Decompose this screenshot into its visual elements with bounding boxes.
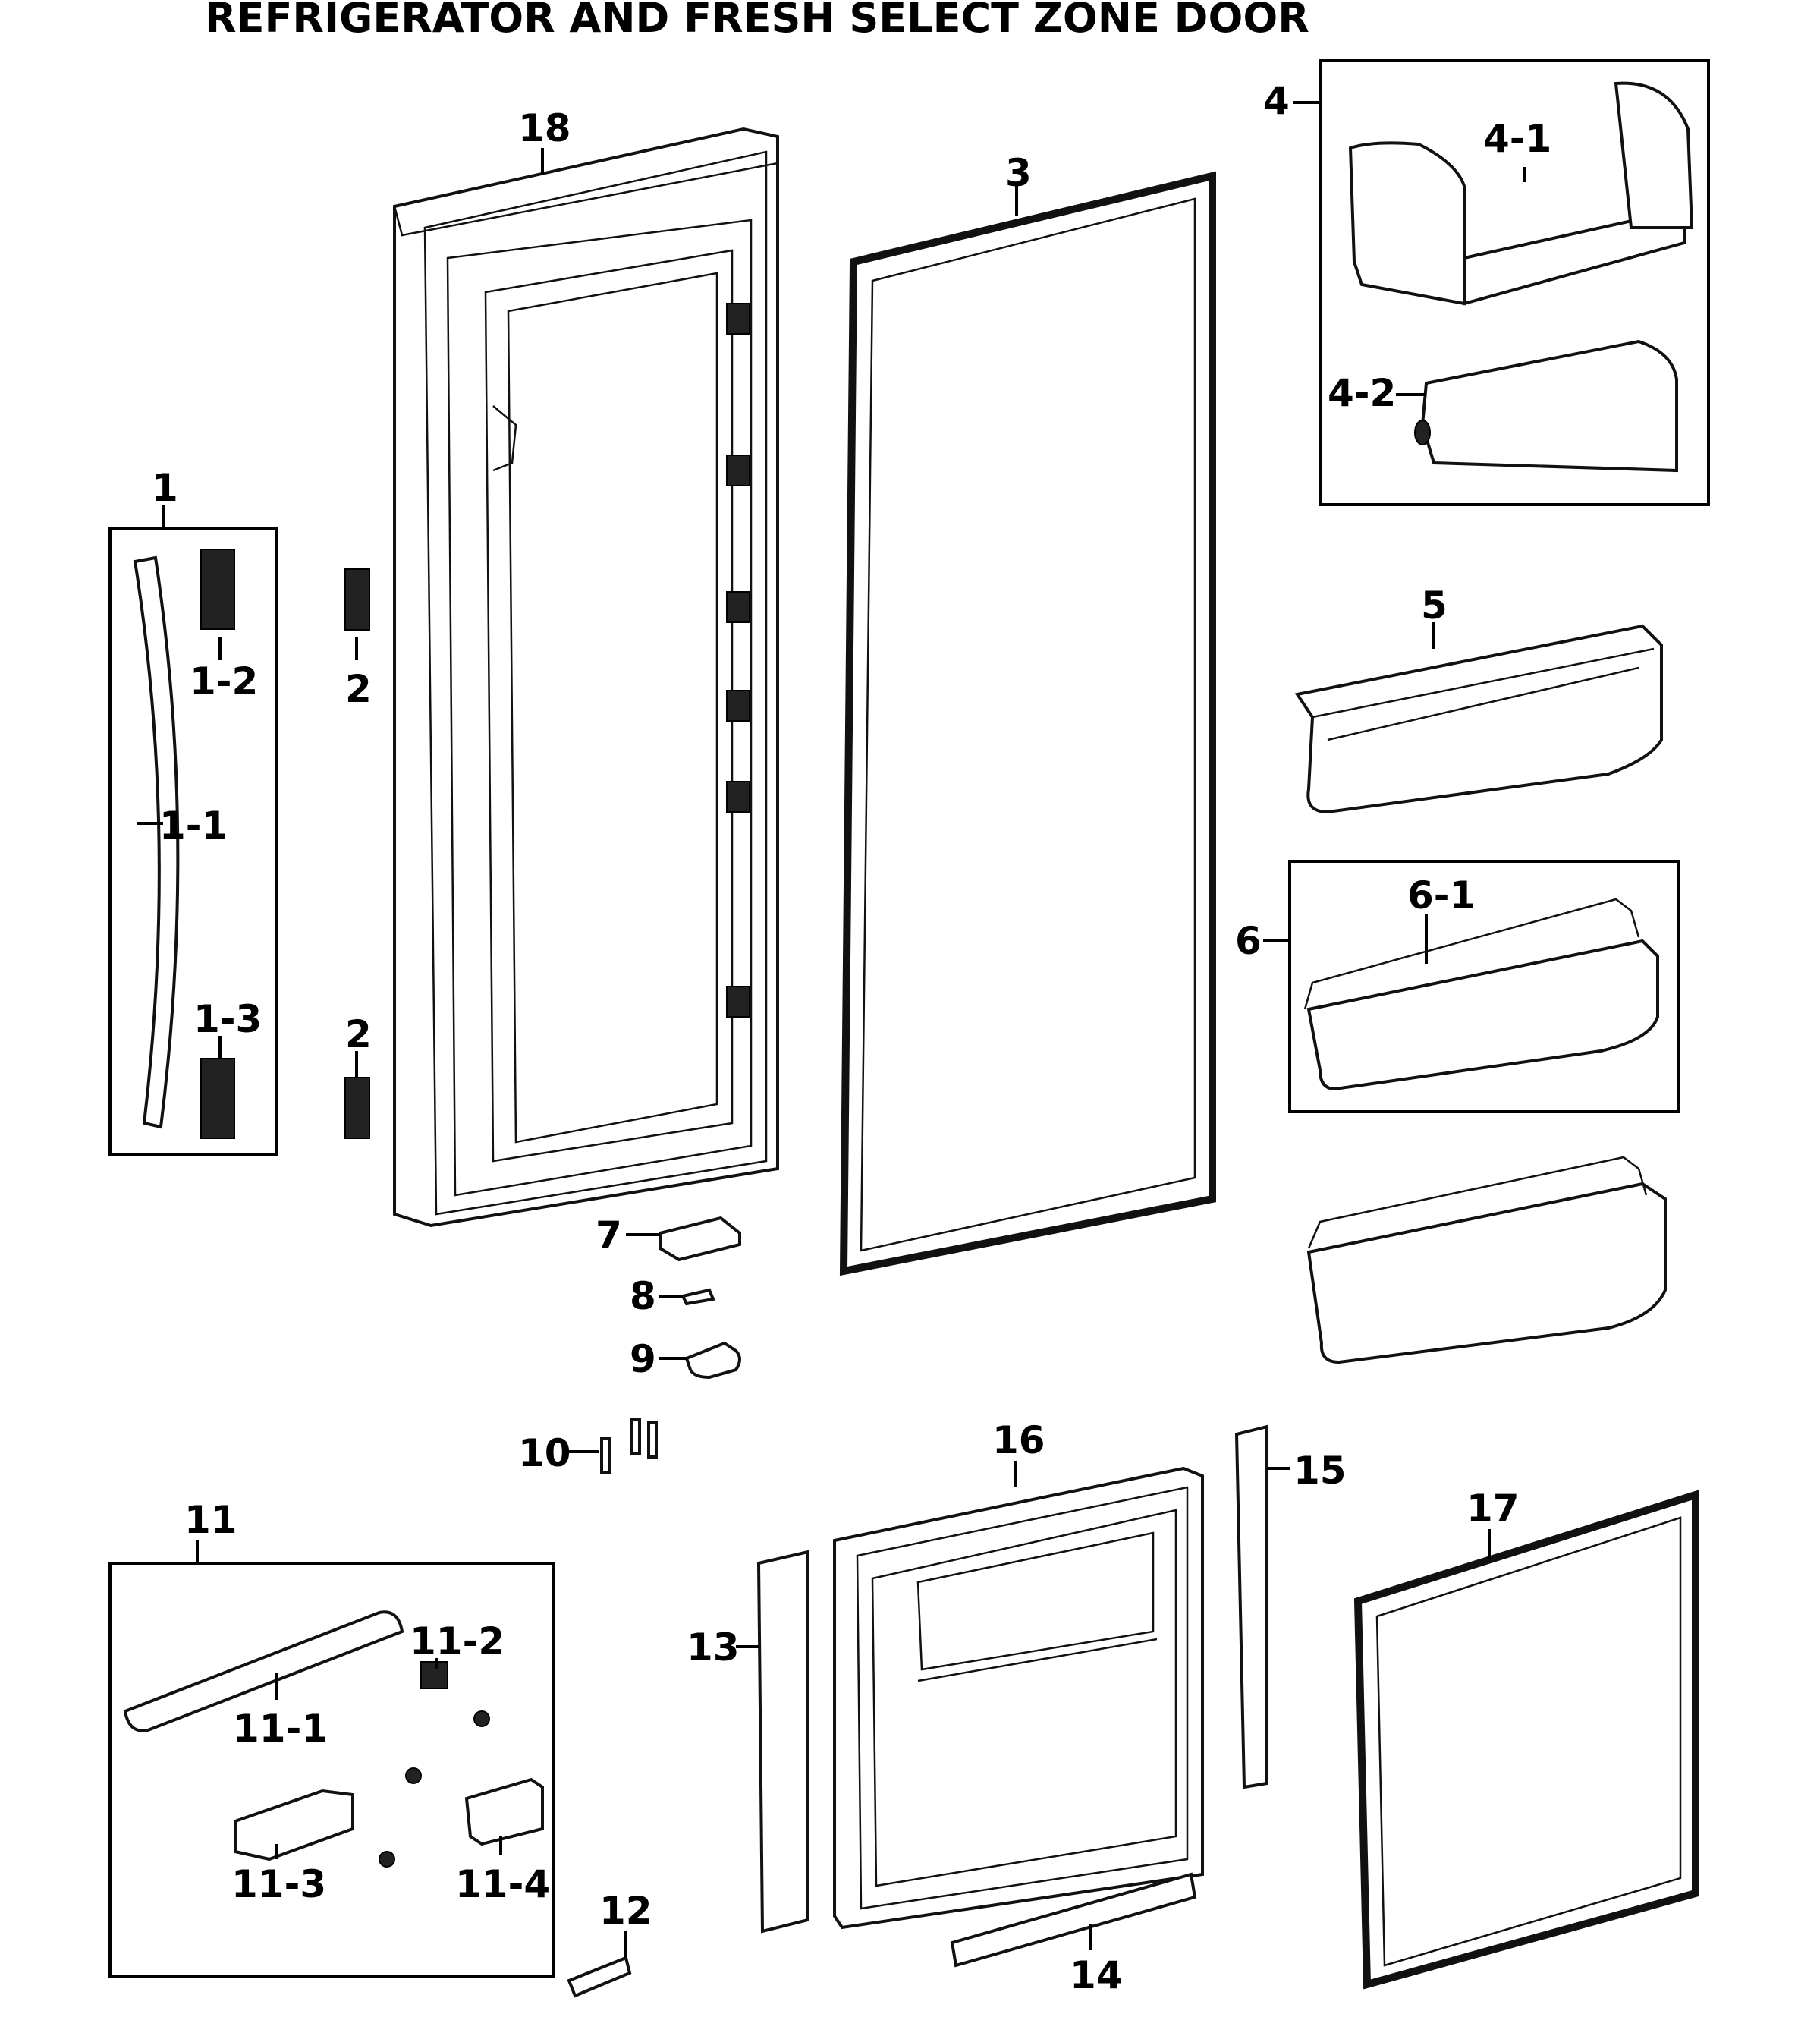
label-2-upper: 2	[345, 667, 372, 711]
label-4-2: 4-2	[1328, 371, 1396, 415]
part-2-upper-stop	[344, 568, 370, 631]
leader-lines	[137, 101, 1526, 1958]
label-4: 4	[1263, 79, 1290, 123]
label-12: 12	[599, 1889, 652, 1933]
label-17: 17	[1466, 1487, 1520, 1531]
label-7: 7	[596, 1213, 622, 1257]
label-8: 8	[630, 1274, 656, 1318]
part-3-door-gasket	[839, 171, 1216, 1276]
label-4-1: 4-1	[1483, 117, 1551, 161]
part-6-door-bin-box	[1288, 860, 1680, 1113]
label-14: 14	[1070, 1953, 1123, 1997]
label-6-1: 6-1	[1407, 873, 1476, 917]
label-11-3: 11-3	[231, 1862, 326, 1906]
part-8-hinge-washer	[681, 1288, 715, 1306]
part-14-bottom-trim	[950, 1872, 1197, 1968]
label-15: 15	[1293, 1449, 1347, 1493]
part-18-door-frame	[393, 127, 779, 1228]
label-1-3: 1-3	[193, 997, 262, 1041]
label-18: 18	[518, 106, 571, 150]
part-2-lower-stop	[344, 1077, 370, 1139]
part-10-screws	[600, 1418, 658, 1474]
label-9: 9	[630, 1337, 656, 1381]
part-11-handle-box	[108, 1562, 555, 1978]
label-3: 3	[1005, 151, 1032, 195]
part-15-right-trim	[1234, 1424, 1268, 1789]
part-13-left-trim	[756, 1550, 809, 1934]
label-11-1: 11-1	[233, 1707, 328, 1751]
part-9-hinge-cap	[684, 1341, 741, 1380]
door-bin-extra	[1306, 1156, 1667, 1364]
label-11-4: 11-4	[455, 1862, 550, 1906]
part-1-handle-box	[108, 527, 278, 1156]
label-2-lower: 2	[345, 1012, 372, 1056]
label-1: 1	[152, 466, 178, 510]
callout-labels: 18 3 1 1-2 1-1 1-3 2 2 4 4-1 4-2 5 6 6-1…	[152, 79, 1551, 1997]
label-16: 16	[992, 1418, 1045, 1462]
label-1-2: 1-2	[190, 659, 258, 703]
part-7-hinge-plate	[659, 1216, 741, 1262]
label-11-2: 11-2	[410, 1619, 505, 1663]
part-4-dairy-box	[1319, 59, 1710, 506]
label-6: 6	[1235, 919, 1262, 963]
part-17-drawer-gasket	[1353, 1490, 1699, 1990]
label-5: 5	[1421, 584, 1448, 628]
label-13: 13	[687, 1625, 740, 1669]
part-5-door-bin	[1294, 624, 1663, 814]
part-16-drawer-door	[833, 1466, 1204, 1930]
diagram-title: REFRIGERATOR AND FRESH SELECT ZONE DOOR	[205, 0, 1309, 42]
label-1-1: 1-1	[159, 804, 228, 848]
part-12-lower-hinge	[567, 1956, 632, 1998]
label-11: 11	[184, 1498, 237, 1542]
label-10: 10	[518, 1431, 571, 1475]
